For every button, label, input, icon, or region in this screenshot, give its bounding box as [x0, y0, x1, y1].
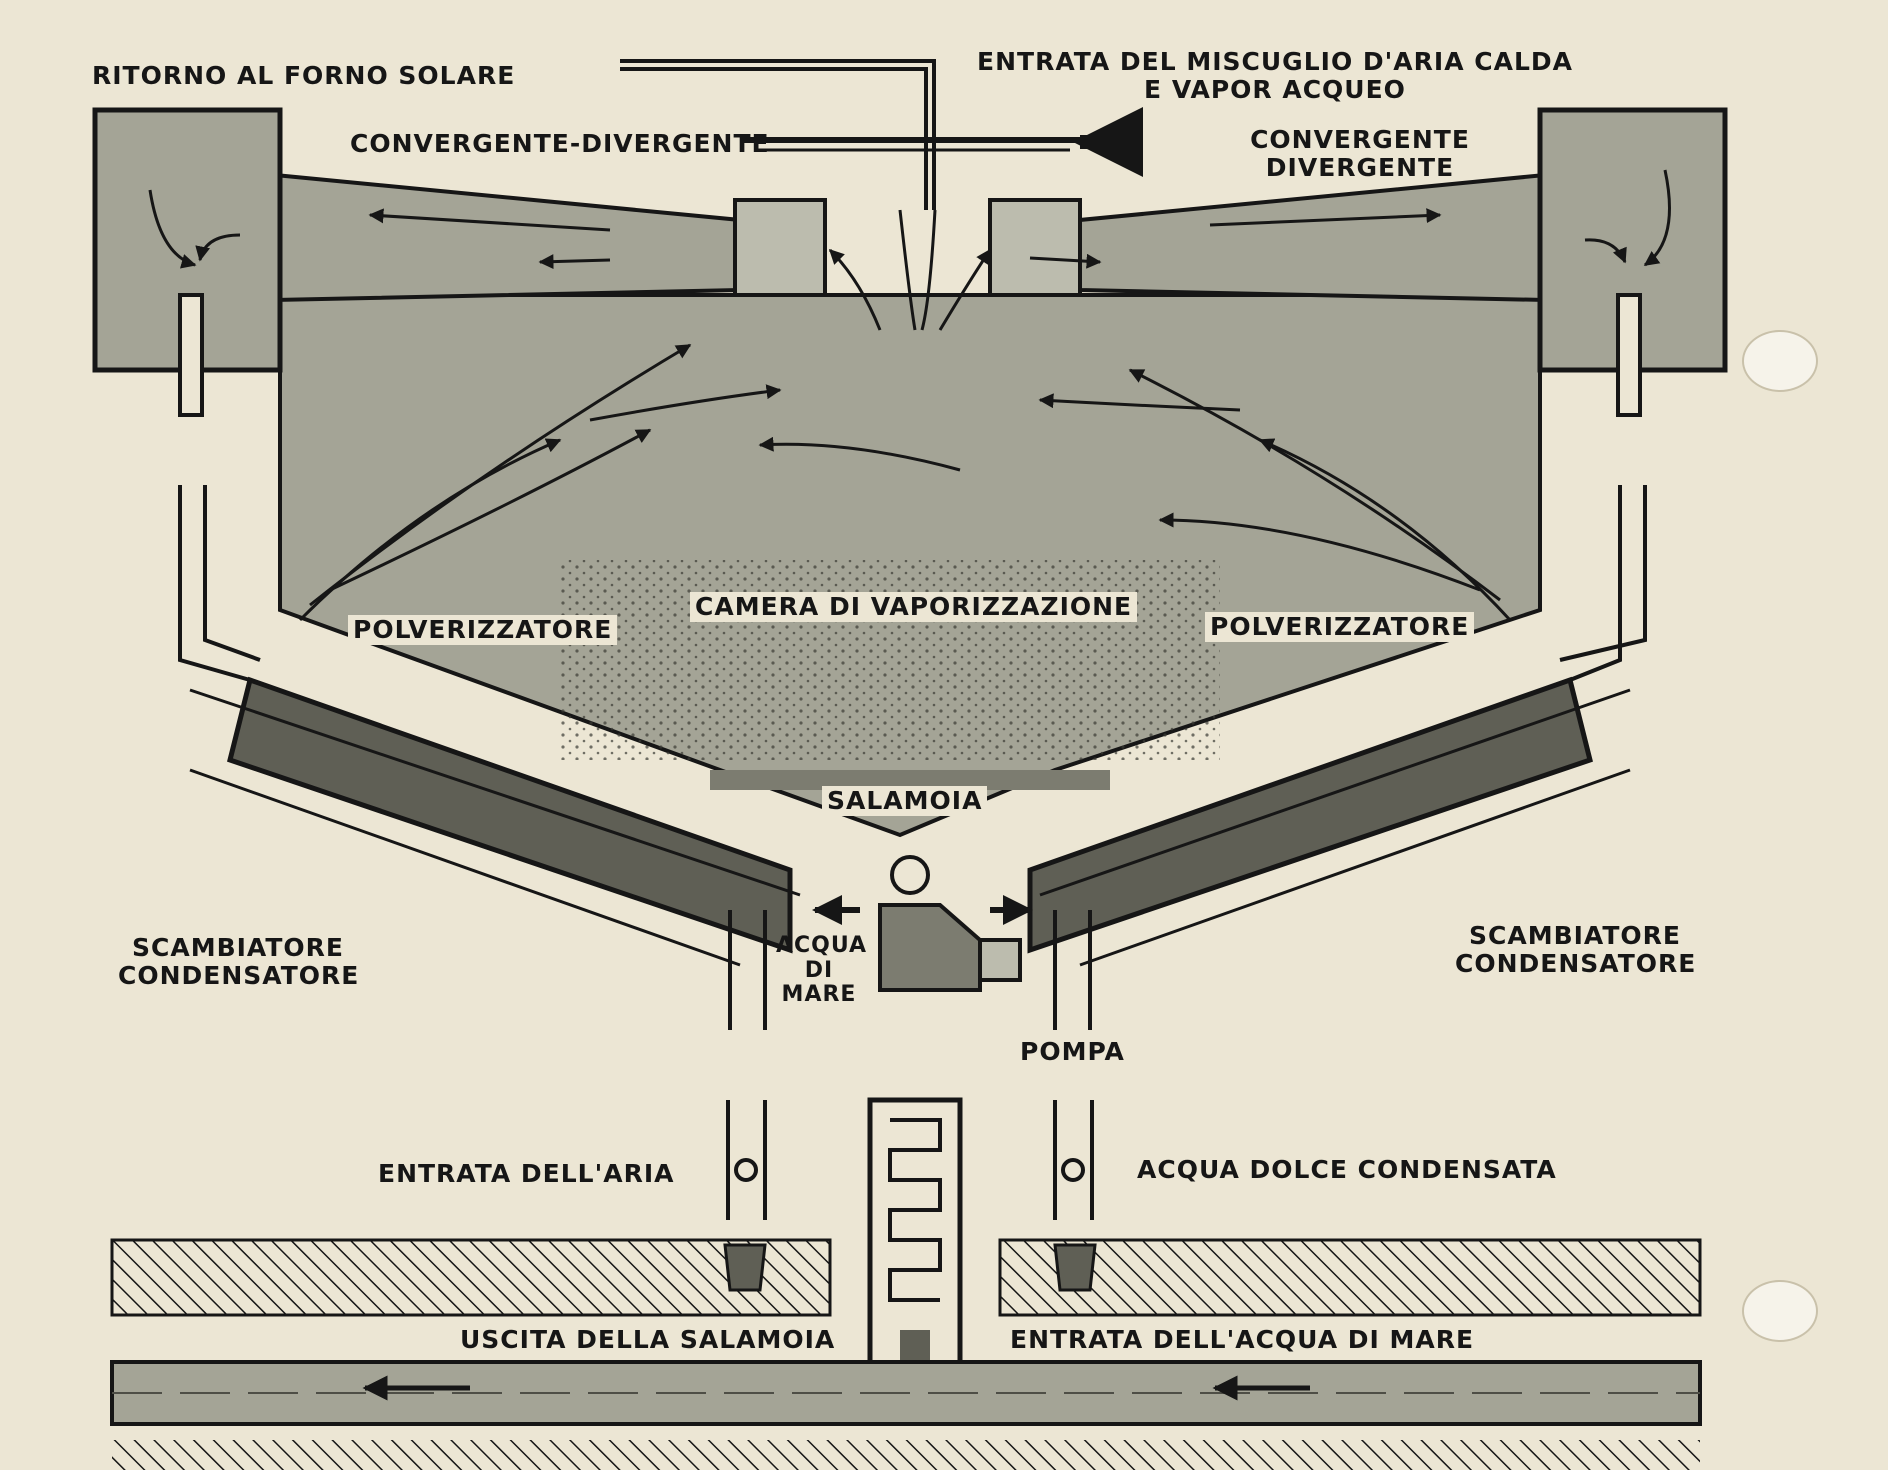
label-conv-div-left: CONVERGENTE-DIVERGENTE	[350, 129, 770, 158]
vaporization-chamber	[278, 293, 1542, 838]
label-exchanger-left-line2: CONDENSATORE	[118, 961, 360, 990]
punch-hole-bottom	[1742, 1280, 1818, 1342]
label-fresh-water: ACQUA DOLCE CONDENSATA	[1137, 1155, 1557, 1184]
label-conv-div-right-line1: CONVERGENTE	[1250, 125, 1470, 154]
label-vaporization-chamber: CAMERA DI VAPORIZZAZIONE	[690, 592, 1138, 622]
label-exchanger-left: SCAMBIATORE CONDENSATORE	[118, 934, 358, 990]
inlet-pipes	[620, 59, 1143, 331]
label-conv-div-right: CONVERGENTE DIVERGENTE	[1220, 126, 1500, 182]
label-exchanger-right-line1: SCAMBIATORE	[1469, 921, 1681, 950]
label-return-solar-oven: RITORNO AL FORNO SOLARE	[92, 61, 516, 90]
pump-assembly	[812, 855, 1033, 992]
ground-left	[110, 1238, 832, 1317]
label-conv-div-right-line2: DIVERGENTE	[1265, 153, 1455, 182]
ground-right	[998, 1238, 1702, 1317]
label-seawater-line2: DI	[804, 957, 834, 983]
side-pipes	[178, 485, 1647, 1030]
label-atomizer-left: POLVERIZZATORE	[348, 615, 618, 645]
right-exchanger	[1027, 676, 1631, 967]
label-seawater-inlet: ENTRATA DELL'ACQUA DI MARE	[1010, 1325, 1475, 1354]
label-brine-outlet: USCITA DELLA SALAMOIA	[460, 1325, 836, 1354]
left-return-box	[92, 107, 283, 417]
right-nozzle-duct	[988, 172, 1547, 303]
label-pump: POMPA	[1020, 1037, 1125, 1066]
label-brine: SALAMOIA	[822, 786, 988, 816]
left-nozzle-duct	[273, 172, 827, 303]
left-exchanger	[189, 676, 801, 967]
label-atomizer-right: POLVERIZZATORE	[1205, 612, 1475, 642]
label-inlet-line1: ENTRATA DEL MISCUGLIO D'ARIA CALDA	[977, 47, 1573, 76]
label-seawater-line1: ACQUA	[776, 933, 868, 958]
label-exchanger-left-line1: SCAMBIATORE	[132, 933, 344, 962]
brine-pool	[710, 770, 1110, 790]
label-seawater: ACQUA DI MARE	[776, 933, 868, 1008]
label-exchanger-right-line2: CONDENSATORE	[1455, 949, 1697, 978]
label-seawater-line3: MARE	[781, 982, 857, 1008]
lower-pipes	[726, 1100, 1094, 1220]
flow-arrows	[298, 208, 1512, 622]
label-exchanger-right: SCAMBIATORE CONDENSATORE	[1455, 922, 1695, 978]
punch-hole-top	[1742, 330, 1818, 392]
label-air-inlet: ENTRATA DELL'ARIA	[378, 1159, 675, 1188]
label-inlet-mixture: ENTRATA DEL MISCUGLIO D'ARIA CALDA E VAP…	[975, 48, 1575, 104]
label-inlet-line2: E VAPOR ACQUEO	[1144, 75, 1406, 104]
right-return-box	[1537, 107, 1728, 417]
sea-channel	[110, 1360, 1702, 1470]
